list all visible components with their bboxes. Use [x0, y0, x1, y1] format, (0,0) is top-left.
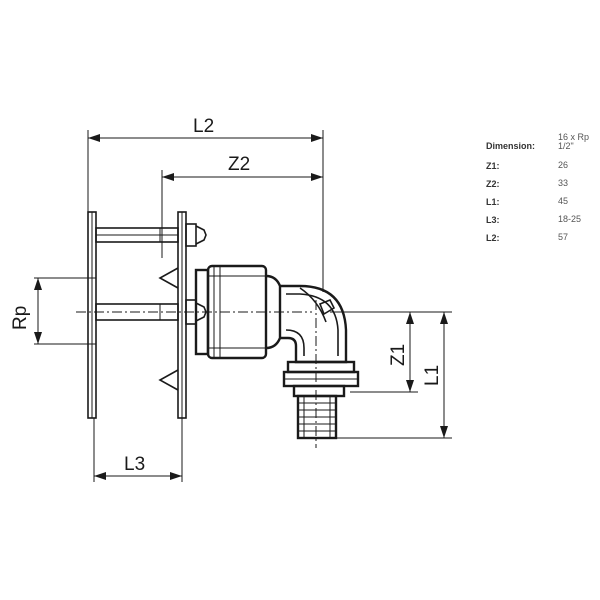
spec-value: 18-25: [558, 214, 582, 224]
spec-value: 16 x Rp 1/2": [558, 133, 589, 151]
spec-value: 26: [558, 160, 569, 170]
pipe-spigot: [296, 394, 338, 440]
spec-label: Z1:: [486, 161, 500, 171]
spec-label: L2:: [486, 233, 500, 243]
spec-label: L1:: [486, 197, 500, 207]
spec-label: Z2:: [486, 179, 500, 189]
spec-row-dimension: Dimension: 16 x Rp 1/2": [486, 133, 591, 161]
dimension-rp: Rp: [10, 277, 96, 345]
label-l1: L1: [422, 365, 443, 386]
spec-label: Dimension:: [486, 141, 536, 151]
upper-bolt: [95, 223, 207, 247]
spec-value: 57: [558, 232, 569, 242]
label-z1: Z1: [388, 344, 409, 366]
spec-value-line2: 1/2": [558, 141, 574, 151]
spec-row-l1: L1: 45: [486, 197, 591, 215]
spec-row-z1: Z1: 26: [486, 161, 591, 179]
threaded-body: [194, 264, 282, 360]
label-l3: L3: [124, 454, 145, 475]
dimension-z2: Z2: [161, 154, 323, 258]
spec-label: L3:: [486, 215, 500, 225]
spec-row-l3: L3: 18-25: [486, 215, 591, 233]
elbow-fitting: [280, 284, 348, 364]
spec-table: Dimension: 16 x Rp 1/2" Z1: 26 Z2: 33 L1…: [486, 133, 591, 251]
spec-row-l2: L2: 57: [486, 233, 591, 251]
dimension-l1: L1: [316, 311, 452, 439]
spec-value: 33: [558, 178, 569, 188]
dimension-l2: L2: [87, 116, 324, 292]
pipe-collar: [282, 360, 360, 398]
label-rp: Rp: [10, 306, 31, 330]
spec-value-line1: 16 x Rp: [558, 132, 590, 142]
mounting-plate-right: [177, 211, 187, 419]
triangle-markers: [158, 267, 179, 391]
spec-row-z2: Z2: 33: [486, 179, 591, 197]
dimension-z1: Z1: [330, 311, 418, 393]
mounting-plate-left: [87, 211, 97, 419]
dimension-l3: L3: [93, 418, 183, 482]
spec-value: 45: [558, 196, 569, 206]
label-z2: Z2: [228, 154, 250, 175]
label-l2: L2: [193, 116, 214, 137]
